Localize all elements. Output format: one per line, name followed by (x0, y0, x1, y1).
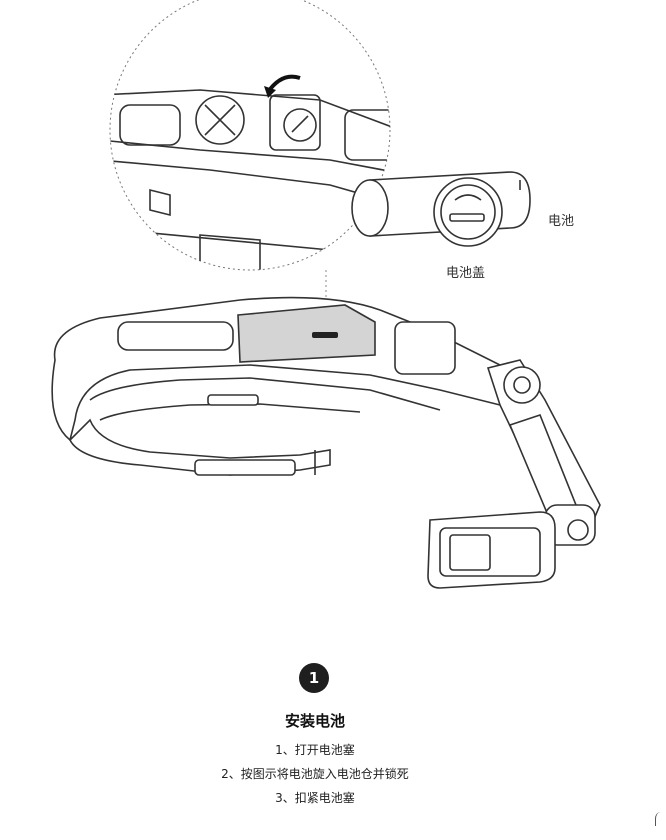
instruction-line: 3、扣紧电池塞 (275, 791, 355, 805)
headset-body (51, 296, 501, 476)
step-title: 安装电池 (284, 712, 345, 730)
zoom-detail (109, 0, 391, 271)
instruction-line: 1、打开电池塞 (275, 743, 355, 757)
battery-cover-label: 电池盖 (446, 266, 486, 281)
step-number-badge: 1 (299, 663, 329, 693)
battery-cylinder (351, 171, 531, 247)
device-illustration (51, 0, 601, 589)
display-arm (427, 359, 601, 589)
instruction-line: 2、按图示将电池旋入电池仓并锁死 (221, 767, 409, 781)
page-corner-mark (655, 812, 666, 826)
battery-label: 电池 (548, 214, 575, 229)
